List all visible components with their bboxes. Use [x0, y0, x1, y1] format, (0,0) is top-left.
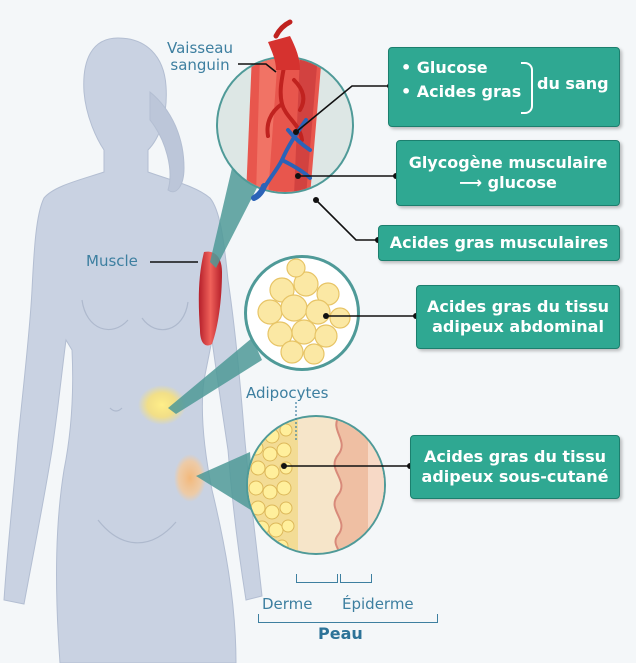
- sang-du-sang: du sang: [537, 74, 609, 94]
- abdominal-line1: Acides gras du tissu: [427, 297, 609, 317]
- glycogene-line1: Glycogène musculaire: [409, 153, 608, 173]
- sous-cutane-line2: adipeux sous-cutané: [422, 467, 609, 487]
- peau-label: Peau: [318, 625, 363, 642]
- box-glycogene: Glycogène musculaire ⟶ glucose: [396, 140, 620, 206]
- glycogene-line2: ⟶ glucose: [459, 173, 557, 193]
- muscle-label: Muscle: [86, 253, 138, 270]
- adipocytes-label: Adipocytes: [246, 385, 328, 402]
- vaisseau-sanguin-label: Vaisseau sanguin: [160, 40, 240, 74]
- sang-item-glucose: • Glucose: [401, 56, 521, 80]
- vaisseau-line2: sanguin: [160, 57, 240, 74]
- sang-item-acides: • Acides gras: [401, 80, 521, 104]
- epiderme-bracket: [340, 574, 372, 583]
- derme-bracket: [296, 574, 338, 583]
- adipocytes-zoom-circle: [244, 255, 360, 371]
- epiderme-label: Épiderme: [342, 596, 414, 613]
- sang-brace: [521, 62, 533, 114]
- sous-cutane-line1: Acides gras du tissu: [424, 447, 606, 467]
- vaisseau-line1: Vaisseau: [160, 40, 240, 57]
- abdominal-line2: adipeux abdominal: [432, 317, 604, 337]
- peau-bracket: [258, 614, 438, 623]
- box-sang: • Glucose • Acides gras du sang: [388, 47, 620, 127]
- derme-label: Derme: [262, 596, 313, 613]
- box-abdominal: Acides gras du tissu adipeux abdominal: [416, 285, 620, 349]
- box-sous-cutane: Acides gras du tissu adipeux sous-cutané: [410, 435, 620, 499]
- acides-musculaires-line1: Acides gras musculaires: [390, 233, 608, 253]
- box-acides-musculaires: Acides gras musculaires: [378, 225, 620, 261]
- skin-zoom-circle: [246, 415, 386, 560]
